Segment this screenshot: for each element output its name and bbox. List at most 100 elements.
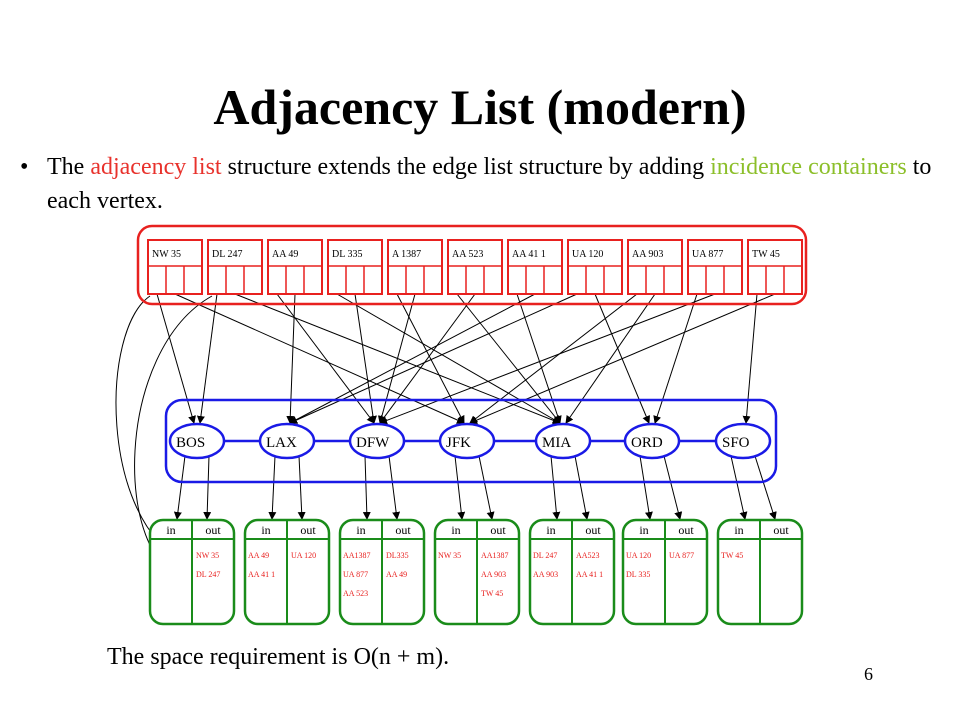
incidence-in-header: in [734, 523, 743, 537]
vertex-ellipse [168, 422, 226, 460]
edge-to-destination-arrow [354, 293, 377, 424]
vertex-ellipse [438, 422, 496, 460]
incidence-in-entry: AA 903 [533, 570, 558, 579]
vertex-node: ORD [623, 422, 681, 460]
incidence-in-header: in [451, 523, 460, 537]
vertex-label: LAX [266, 435, 297, 451]
vertex-node: JFK [438, 422, 496, 460]
vertex-list-container [164, 398, 778, 484]
vertex-to-out-arrow [478, 455, 495, 520]
bullet-marker: • [20, 154, 29, 180]
edge-record: UA 120 [567, 239, 623, 295]
term-adjacency-list: adjacency list [90, 154, 222, 180]
vertex-to-in-arrow [550, 455, 561, 520]
edge-to-origin-arrow [516, 293, 562, 424]
edge-box [747, 239, 803, 295]
edge-label: AA 903 [632, 249, 663, 260]
vertex-to-out-arrow [663, 455, 683, 520]
vertex-label: BOS [176, 435, 205, 451]
vertex-label: ORD [631, 435, 663, 451]
edge-to-origin-arrow [396, 293, 465, 424]
vertex-to-in-arrow [173, 455, 186, 520]
vertex-node: BOS [168, 422, 226, 460]
incidence-out-entry: AA 41 1 [576, 570, 603, 579]
edge-box [687, 239, 743, 295]
vertex-label: JFK [446, 435, 471, 451]
edge-list-container [136, 224, 808, 306]
edge-label: AA 41 1 [512, 249, 546, 260]
vertex-node: SFO [714, 422, 772, 460]
vertex-ellipse [623, 422, 681, 460]
edge-box [147, 239, 203, 295]
vertex-to-in-arrow [639, 455, 653, 520]
edge-label: NW 35 [152, 249, 181, 260]
vertex-ellipse [534, 422, 592, 460]
vertex-to-out-arrow [574, 455, 590, 520]
edge-to-origin-arrow [653, 293, 698, 424]
incidence-in-entry: DL 247 [533, 551, 557, 560]
edge-to-origin-arrow [289, 293, 578, 424]
vertex-ellipse [258, 422, 316, 460]
vertex-to-in-arrow [362, 455, 371, 520]
vertex-ellipse [348, 422, 406, 460]
edge-to-origin-arrow [336, 293, 561, 424]
edge-box [447, 239, 503, 295]
edge-record: UA 877 [687, 239, 743, 295]
edge-to-origin-arrow [276, 293, 375, 424]
edge-label: AA 523 [452, 249, 483, 260]
edge-record: DL 335 [327, 239, 383, 295]
incidence-in-entry: UA 877 [343, 570, 368, 579]
edge-label: UA 877 [692, 249, 723, 260]
incidence-out-header: out [678, 523, 694, 537]
incidence-in-header: in [639, 523, 648, 537]
vertex-to-out-arrow [297, 455, 306, 520]
edge-to-destination-arrow [379, 293, 476, 424]
incidence-out-header: out [300, 523, 316, 537]
edge-to-origin-arrow [156, 293, 196, 424]
incidence-out-entry: NW 35 [196, 551, 219, 560]
edge-box [567, 239, 623, 295]
edge-label: UA 120 [572, 249, 603, 260]
edge-box [327, 239, 383, 295]
incidence-in-entry: UA 120 [626, 551, 651, 560]
incidence-in-entry: AA 523 [343, 589, 368, 598]
incidence-out-entry: AA523 [576, 551, 600, 560]
edge-box [267, 239, 323, 295]
incidence-in-header: in [166, 523, 175, 537]
vertex-to-out-arrow [203, 455, 212, 520]
vertex-label: DFW [356, 435, 390, 451]
bullet-text-part2: structure extends the edge list structur… [221, 154, 711, 180]
vertex-label: MIA [542, 435, 571, 451]
vertex-label: SFO [722, 435, 750, 451]
edge-box [207, 239, 263, 295]
incidence-container: in out UA 120 DL 335 UA 877 [621, 518, 709, 626]
edge-record: AA 523 [447, 239, 503, 295]
vertex-ellipse [714, 422, 772, 460]
incidence-out-header: out [490, 523, 506, 537]
edge-record: A 1387 [387, 239, 443, 295]
incidence-out-entry: DL 247 [196, 570, 220, 579]
vertex-to-in-arrow [268, 455, 277, 520]
incidence-out-header: out [773, 523, 789, 537]
bullet-text-part1: The [47, 154, 91, 180]
edge-to-origin-arrow [456, 293, 561, 424]
edge-box [387, 239, 443, 295]
incidence-in-entry: DL 335 [626, 570, 650, 579]
incidence-out-entry: UA 877 [669, 551, 694, 560]
incidence-out-entry: AA 49 [386, 570, 407, 579]
edge-record: NW 35 [147, 239, 203, 295]
vertex-to-out-arrow [754, 455, 777, 520]
edge-to-origin-arrow [742, 293, 758, 424]
incidence-out-entry: UA 120 [291, 551, 316, 560]
vertex-to-out-arrow [388, 455, 401, 520]
edge-label: DL 247 [212, 249, 242, 260]
edge-to-destination-arrow [286, 293, 296, 424]
incidence-in-header: in [546, 523, 555, 537]
incidence-out-entry: AA1387 [481, 551, 509, 560]
